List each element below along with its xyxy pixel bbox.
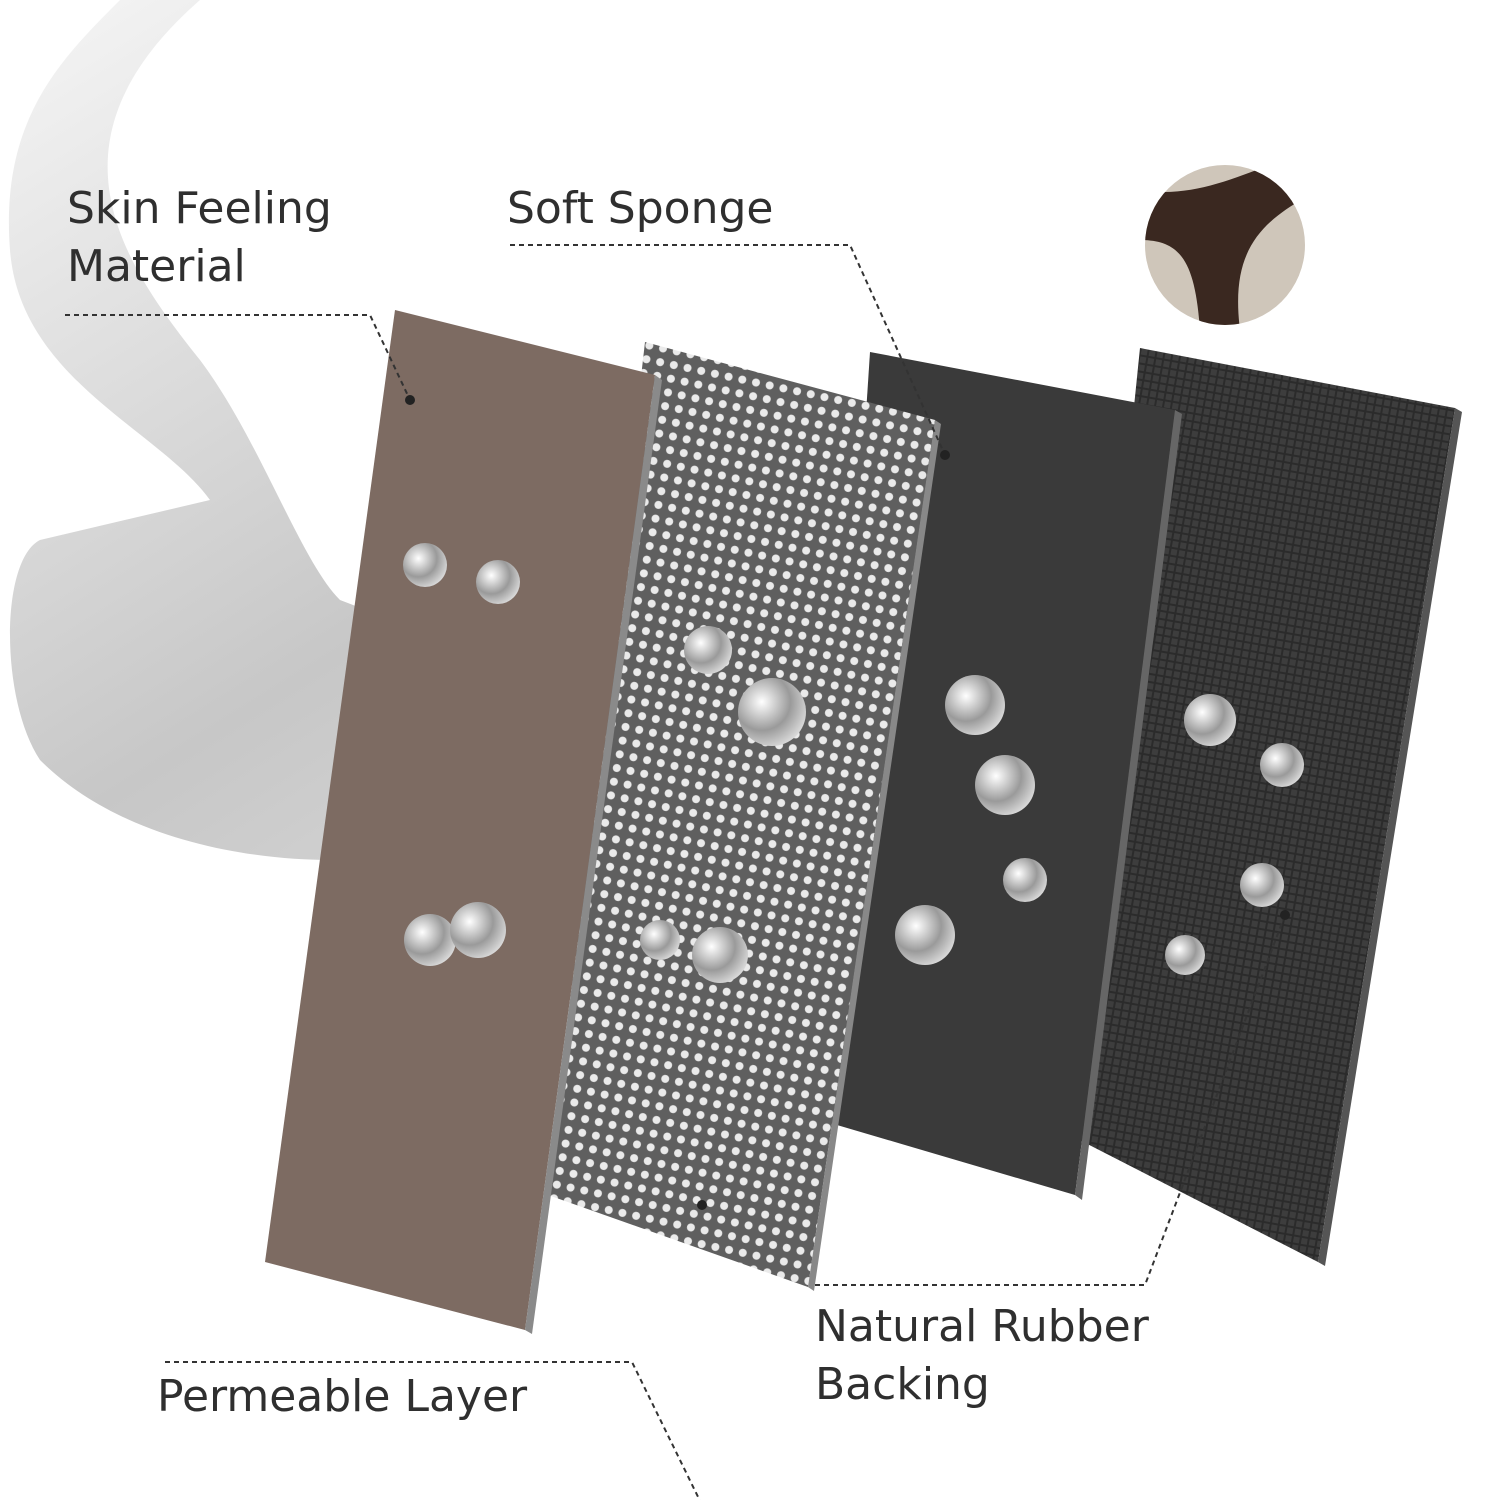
label-soft-sponge: Soft Sponge [507, 183, 774, 234]
leader-lines [65, 244, 1286, 1500]
label-line: Natural Rubber [815, 1301, 1149, 1352]
permeable-layer [548, 342, 935, 1287]
label-line: Material [67, 241, 246, 292]
label-line: Backing [815, 1359, 990, 1410]
water-droplets [403, 543, 1304, 983]
label-natural-rubber-backing: Natural Rubber Backing [815, 1298, 1149, 1414]
skin-feeling-layer [265, 310, 655, 1330]
material-closeup-inset [1145, 165, 1305, 325]
label-permeable-layer: Permeable Layer [157, 1371, 528, 1422]
label-line: Skin Feeling [67, 183, 332, 234]
label-skin-feeling-material: Skin Feeling Material [67, 180, 332, 296]
